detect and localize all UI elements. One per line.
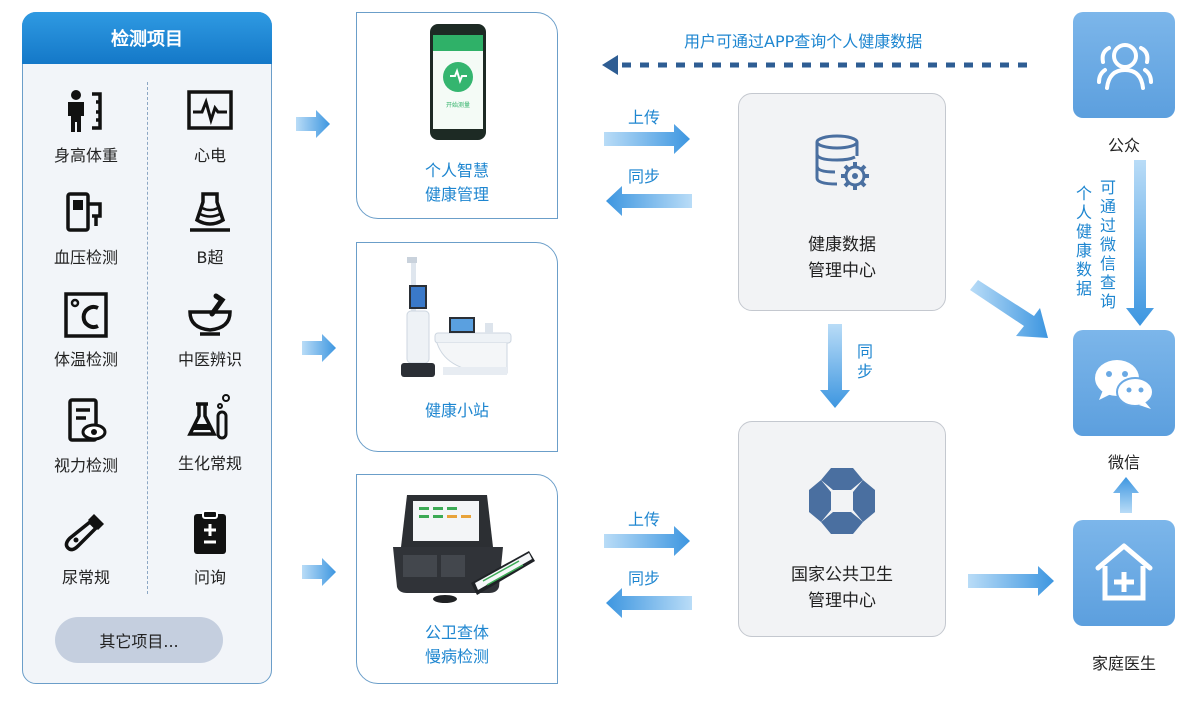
panel-title: 检测项目 (22, 12, 272, 64)
item-ecg: 心电 (160, 88, 260, 166)
mortar-pestle-icon (188, 293, 232, 336)
item-label: 尿常规 (61, 568, 110, 587)
wechat-label: 微信 (1107, 453, 1140, 472)
arrow-right-icon (296, 110, 330, 138)
height-weight-icon (68, 90, 102, 132)
item-temperature: 体温检测 (36, 292, 136, 370)
device-label-line: 健康管理 (424, 185, 489, 204)
health-data-center[interactable]: 健康数据 管理中心 (738, 93, 946, 311)
health-station-kiosk-icon (401, 257, 512, 377)
card-public-health-check[interactable]: 公卫查体 慢病检测 (356, 474, 558, 684)
arrow-right-icon (302, 334, 336, 362)
more-items-button[interactable]: 其它项目... (55, 617, 223, 663)
public-health-center[interactable]: 国家公共卫生 管理中心 (738, 421, 946, 637)
smartphone-icon: 开始测量 (430, 24, 486, 140)
item-urine: 尿常规 (36, 510, 136, 588)
center-label-line: 管理中心 (808, 591, 876, 611)
item-label: 问询 (193, 568, 226, 587)
column-divider (147, 82, 148, 594)
vertical-sync-label: 同步 (856, 342, 873, 381)
center-label-line: 管理中心 (808, 261, 876, 281)
arrow-diagonal-icon (970, 280, 1048, 338)
arrow-right-icon (604, 526, 690, 556)
wechat-query-label-col2: 个人健康数据 (1075, 184, 1092, 298)
flask-icon (187, 394, 230, 440)
wechat-icon (1095, 360, 1154, 409)
center-label: 国家公共卫生 管理中心 (739, 562, 945, 614)
card-personal-health[interactable]: 开始测量 个人智慧 健康管理 (356, 12, 558, 219)
wechat-query-label-col1: 可通过微信查询 (1099, 178, 1116, 311)
device-label: 公卫查体 慢病检测 (357, 621, 557, 669)
phone-screen-text: 开始测量 (446, 101, 470, 109)
dropper-icon (64, 514, 104, 552)
arrow-down-icon (1126, 160, 1154, 326)
sync-label: 同步 (628, 569, 661, 588)
item-label: 视力检测 (53, 456, 118, 475)
thermometer-celsius-icon (64, 292, 108, 338)
blood-pressure-icon (66, 192, 102, 232)
device-label-line: 健康小站 (424, 401, 489, 420)
item-label: 血压检测 (53, 248, 118, 267)
device-label: 健康小站 (357, 399, 557, 423)
item-biochemistry: 生化常规 (160, 392, 260, 474)
users-icon (1097, 43, 1153, 90)
medical-cross-icon (809, 468, 875, 534)
database-gear-icon (815, 134, 869, 190)
dashed-arrow-left-icon (602, 55, 1036, 75)
item-label: 中医辨识 (177, 350, 242, 369)
ultrasound-icon (190, 192, 230, 232)
arrow-right-icon (604, 124, 690, 154)
center-label-line: 国家公共卫生 (791, 565, 893, 585)
sync-label: 同步 (628, 167, 661, 186)
home-medical-icon (1095, 543, 1153, 601)
device-label: 个人智慧 健康管理 (357, 159, 557, 207)
app-query-label: 用户可通过APP查询个人健康数据 (684, 32, 923, 51)
eye-document-icon (68, 398, 107, 442)
family-doctor-label: 家庭医生 (1091, 654, 1156, 673)
arrow-right-icon (968, 566, 1054, 596)
item-vision: 视力检测 (36, 398, 136, 476)
public-label: 公众 (1107, 136, 1140, 155)
wechat-tile[interactable] (1073, 330, 1175, 436)
arrow-down-icon (820, 324, 850, 408)
public-tile[interactable] (1073, 12, 1175, 118)
item-tcm: 中医辨识 (160, 292, 260, 370)
upload-label: 上传 (628, 108, 661, 127)
item-label: B超 (196, 248, 224, 267)
item-label: 身高体重 (53, 146, 118, 165)
item-label: 体温检测 (53, 350, 118, 369)
item-height-weight: 身高体重 (36, 88, 136, 166)
item-inquiry: 问询 (160, 510, 260, 588)
arrow-right-icon (302, 558, 336, 586)
device-label-line: 公卫查体 (424, 623, 489, 642)
family-doctor-tile[interactable] (1073, 520, 1175, 626)
arrow-left-icon (606, 186, 692, 216)
item-ultrasound: B超 (160, 190, 260, 268)
arrow-up-icon (1113, 477, 1139, 513)
card-health-station[interactable]: 健康小站 (356, 242, 558, 452)
item-blood-pressure: 血压检测 (36, 190, 136, 268)
center-label: 健康数据 管理中心 (739, 232, 945, 284)
device-label-line: 慢病检测 (424, 647, 489, 666)
clipboard-icon (194, 510, 226, 554)
upload-label: 上传 (628, 510, 661, 529)
center-label-line: 健康数据 (808, 235, 876, 255)
portable-checkup-kit-icon (393, 495, 535, 603)
device-label-line: 个人智慧 (424, 161, 489, 180)
ecg-icon (187, 90, 233, 130)
item-label: 生化常规 (177, 454, 242, 473)
item-label: 心电 (193, 146, 226, 165)
arrow-left-icon (606, 588, 692, 618)
